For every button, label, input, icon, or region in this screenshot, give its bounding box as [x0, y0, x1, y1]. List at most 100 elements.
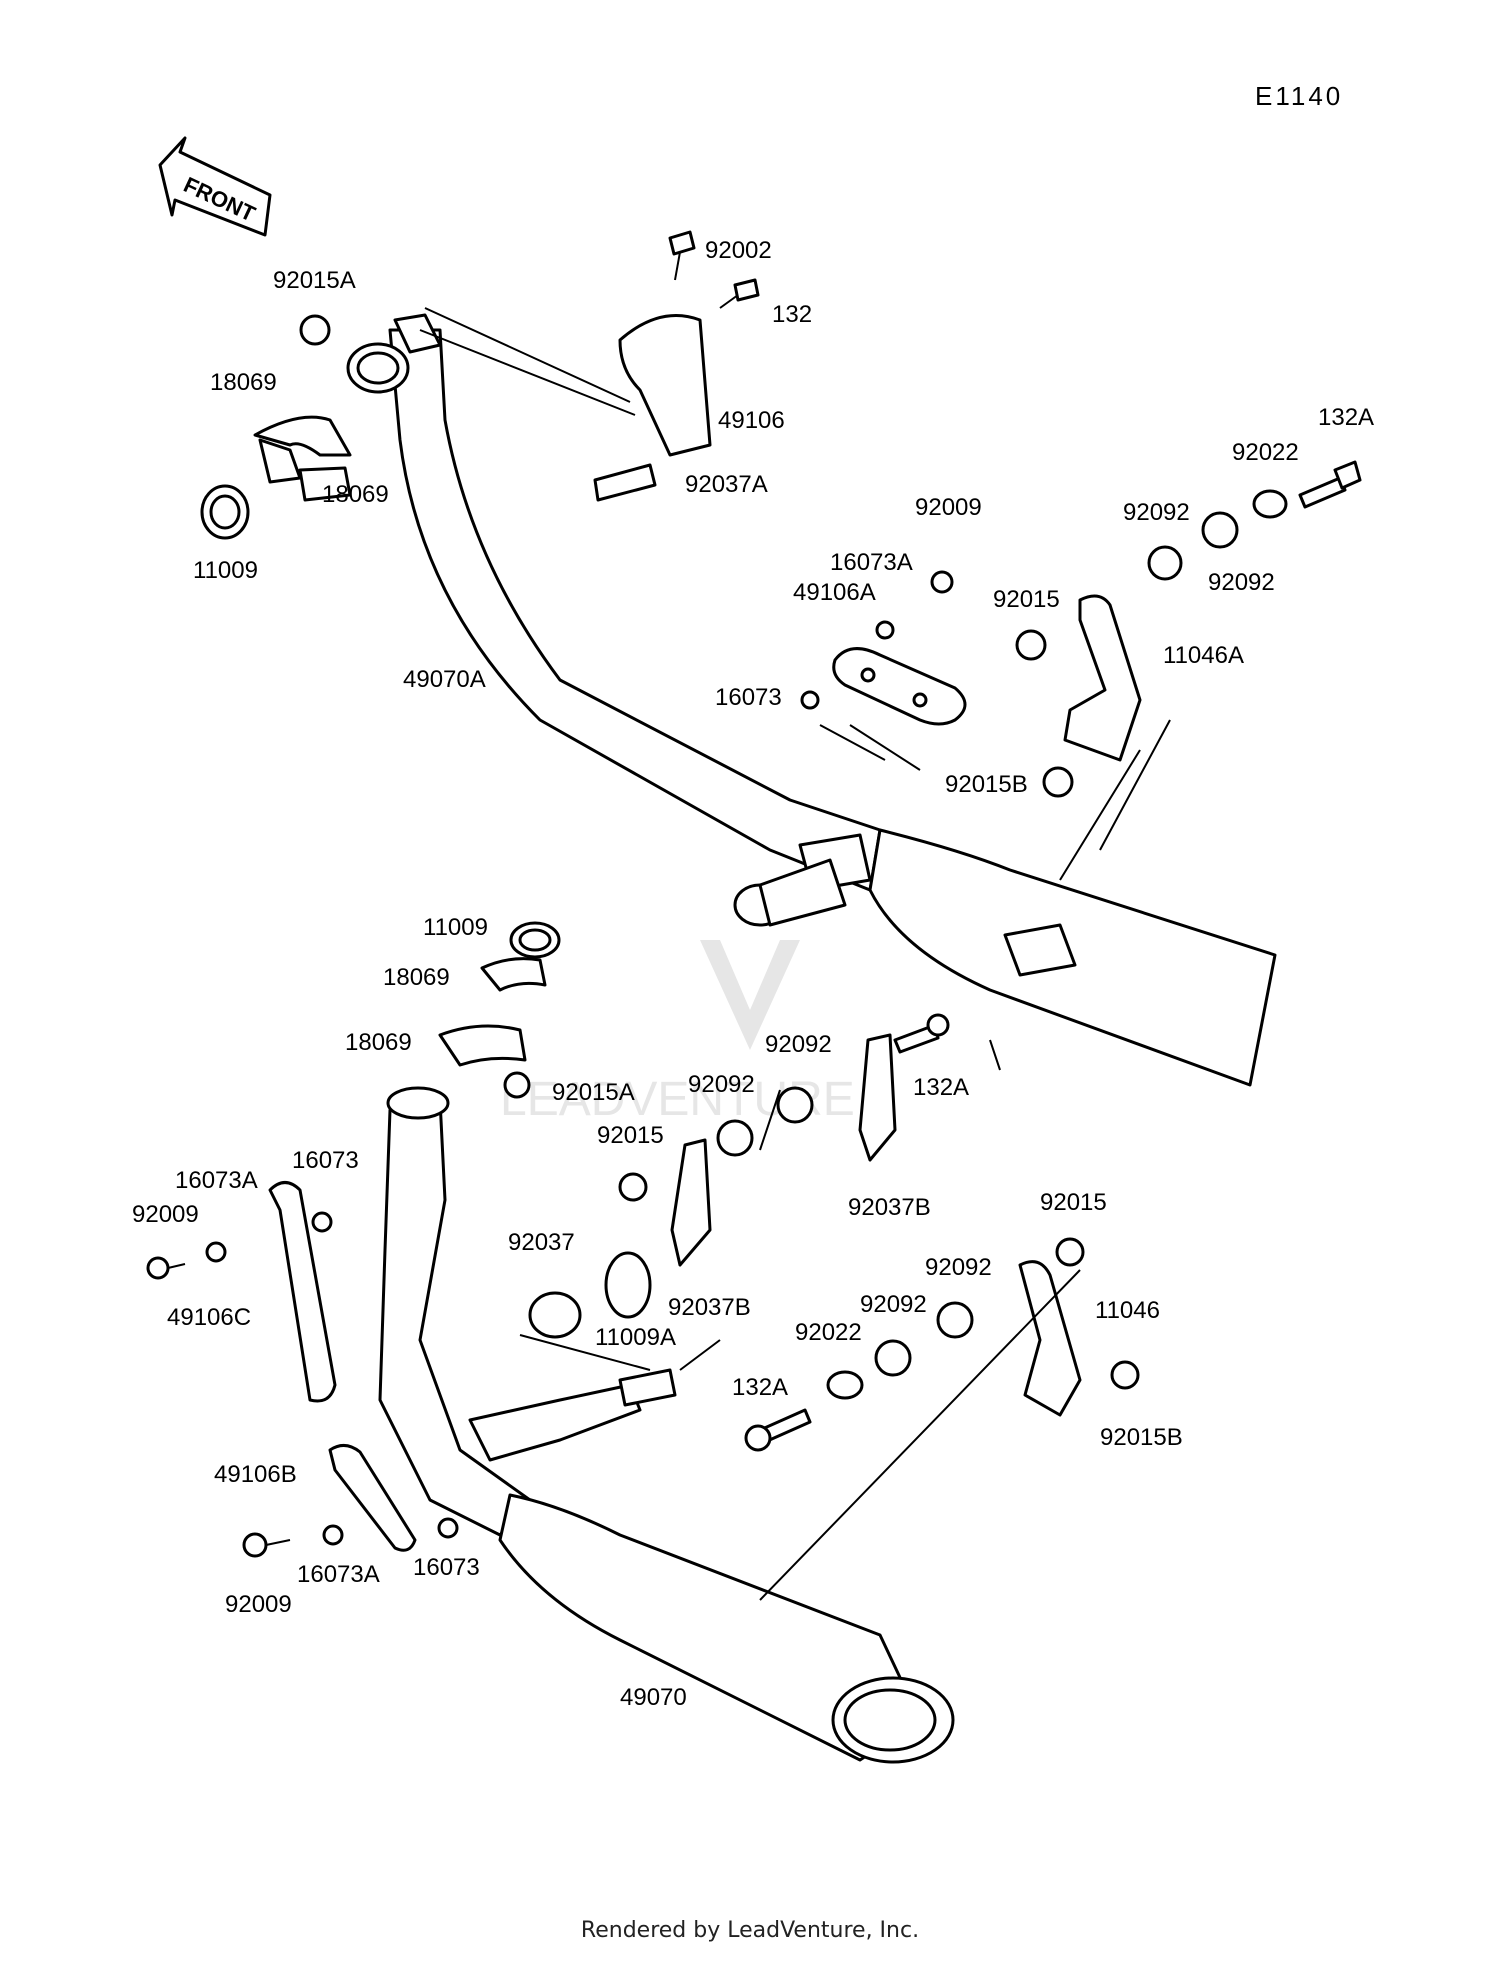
label-16073A-c: 16073A [175, 1167, 258, 1194]
grommet-92092-upper-a [1147, 545, 1183, 581]
label-49106: 49106 [718, 407, 785, 434]
grommet-92092-upper-b [1201, 511, 1239, 549]
bolt-92002 [668, 230, 696, 281]
nut-92015A-upper [299, 314, 331, 346]
grommet-92092-lower-c [936, 1301, 974, 1339]
label-11046: 11046 [1095, 1297, 1160, 1324]
label-92015-lower-b: 92015 [1040, 1189, 1107, 1216]
label-92092-lower-b: 92092 [688, 1071, 755, 1098]
label-18069: 18069 [210, 369, 277, 396]
clamp-18069-upper [253, 415, 352, 502]
lower-muffler [498, 1493, 955, 1764]
label-92022-lower: 92022 [795, 1319, 862, 1346]
bolt-92009-c [146, 1256, 186, 1280]
label-92015B: 92015B [945, 771, 1028, 798]
nut-92015A-lower [503, 1071, 531, 1099]
bolt-132A-upper [1298, 460, 1362, 509]
label-18069-lower-a: 18069 [383, 964, 450, 991]
label-11009A: 11009A [595, 1324, 676, 1351]
nut-16073A-b [322, 1524, 344, 1546]
washer-92022-lower [826, 1370, 864, 1400]
bracket-92037B-a [670, 1138, 712, 1267]
label-18069-lower-b: 18069 [345, 1029, 412, 1056]
label-92037A: 92037A [685, 471, 768, 498]
nut-16073A-c [205, 1241, 227, 1263]
nut-16073A-upper [875, 620, 895, 640]
bolt-132 [719, 278, 760, 309]
upper-header-pipe [346, 313, 882, 892]
nut-16073-c [311, 1211, 333, 1233]
washer-92022-upper [1252, 489, 1288, 519]
bracket-11046A [1063, 594, 1142, 762]
front-arrow-icon: FRONT [158, 136, 272, 237]
label-92015B-lower: 92015B [1100, 1424, 1183, 1451]
bolt-132A-lower-a [893, 1013, 950, 1054]
bolt-92009-b [242, 1532, 291, 1558]
heat-shield-49106C [268, 1181, 337, 1403]
label-92037: 92037 [508, 1229, 575, 1256]
label-92037B-a: 92037B [848, 1194, 931, 1221]
heat-shield-49106A [832, 647, 967, 726]
bracket-92037B-b [858, 1033, 897, 1162]
label-49106B: 49106B [214, 1461, 297, 1488]
label-11009-lower: 11009 [423, 914, 488, 941]
label-49070: 49070 [620, 1684, 687, 1711]
label-92092-lower-c: 92092 [925, 1254, 992, 1281]
label-92015-lower-a: 92015 [597, 1122, 664, 1149]
spacer-11009A [604, 1251, 652, 1319]
clamp-92037 [528, 1291, 582, 1339]
label-16073-b: 16073 [413, 1554, 480, 1581]
part-labels: 92002 132 92015A 18069 49106 18069 92037… [132, 237, 1374, 1711]
label-92092-a: 92092 [1123, 499, 1190, 526]
bolt-92009-upper [930, 570, 954, 594]
label-132: 132 [772, 301, 812, 328]
label-49070A: 49070A [403, 666, 486, 693]
label-92092-lower-d: 92092 [860, 1291, 927, 1318]
label-49106A: 49106A [793, 579, 876, 606]
label-11009: 11009 [193, 557, 258, 584]
label-16073A: 16073A [830, 549, 913, 576]
gasket-11009-upper [200, 484, 250, 540]
bracket-11046 [1018, 1260, 1082, 1417]
label-92015A: 92015A [273, 267, 356, 294]
nut-92015B-upper [1042, 766, 1074, 798]
label-92009-c: 92009 [132, 1201, 199, 1228]
grommet-92092-lower-b [776, 1086, 814, 1124]
label-92092-b: 92092 [1208, 569, 1275, 596]
label-92002: 92002 [705, 237, 772, 264]
upper-muffler [733, 828, 1277, 1087]
label-92009-b: 92009 [225, 1591, 292, 1618]
gasket-11009-lower [509, 921, 561, 959]
label-16073: 16073 [715, 684, 782, 711]
nut-92015-lower-a [618, 1172, 648, 1202]
label-92037B-b: 92037B [668, 1294, 751, 1321]
label-16073A-b: 16073A [297, 1561, 380, 1588]
label-92009: 92009 [915, 494, 982, 521]
label-132A-lower-a: 132A [913, 1074, 969, 1101]
label-16073-c: 16073 [292, 1147, 359, 1174]
grommet-92092-lower-d [874, 1339, 912, 1377]
heat-shield-49106B [328, 1444, 417, 1552]
nut-92015-upper [1015, 629, 1047, 661]
label-92092-lower-a: 92092 [765, 1031, 832, 1058]
footer-credit: Rendered by LeadVenture, Inc. [580, 1918, 920, 1943]
bolt-132A-lower-b [744, 1408, 812, 1452]
heat-shield-clamp-49106 [593, 314, 712, 502]
leader-lines [419, 307, 1171, 1601]
nut-92015B-lower [1110, 1360, 1140, 1390]
nut-92015-lower-b [1055, 1237, 1085, 1267]
label-18069-b: 18069 [322, 481, 389, 508]
grommet-92092-lower-a [716, 1119, 754, 1157]
clamp-18069-lower-a [480, 957, 547, 992]
nut-16073-upper [800, 690, 820, 710]
clamp-18069-lower-b [438, 1024, 527, 1067]
label-92015: 92015 [993, 586, 1060, 613]
label-49106C: 49106C [167, 1304, 251, 1331]
label-11046A: 11046A [1163, 642, 1244, 669]
diagram-id: E1140 [1255, 81, 1343, 111]
nut-16073-b [437, 1517, 459, 1539]
label-92015A-lower: 92015A [552, 1079, 635, 1106]
label-92022: 92022 [1232, 439, 1299, 466]
lower-header-pipe [378, 1086, 677, 1537]
